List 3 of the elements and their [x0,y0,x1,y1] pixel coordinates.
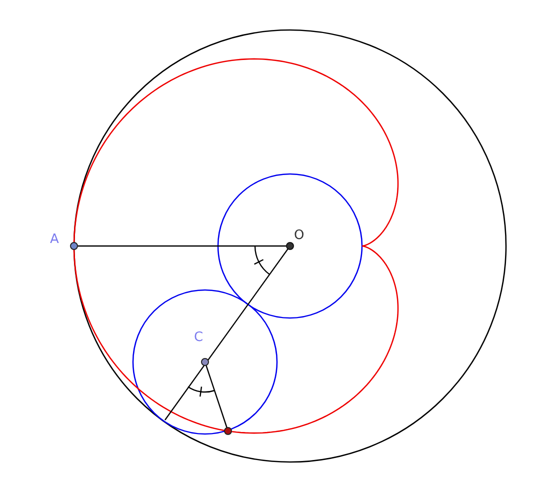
point-label: A [50,233,59,247]
point-label: O [294,229,304,243]
point-label: C [194,331,204,345]
